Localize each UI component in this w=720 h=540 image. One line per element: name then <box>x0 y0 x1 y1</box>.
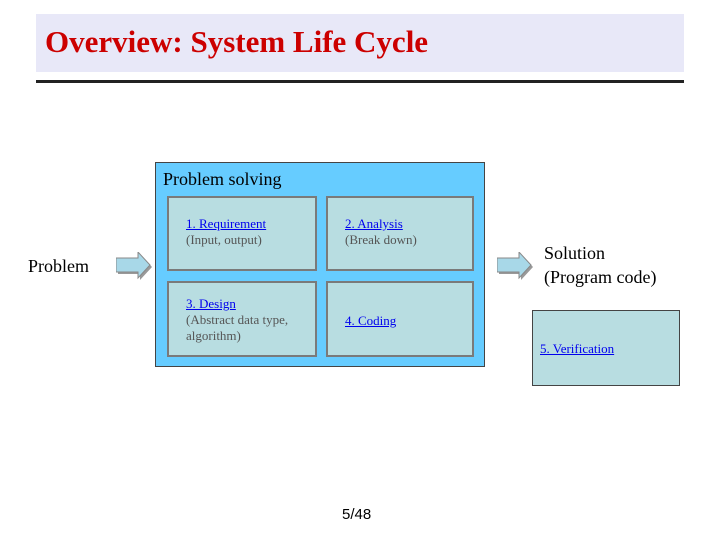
step-design-link[interactable]: 3. Design <box>186 296 236 311</box>
page-number: 5/48 <box>342 506 372 523</box>
step-analysis-link[interactable]: 2. Analysis <box>345 216 403 231</box>
input-arrow-icon <box>116 252 152 280</box>
step-requirement: 1. Requirement (Input, output) <box>167 196 317 271</box>
solution-label-line2: (Program code) <box>544 267 657 287</box>
solution-label-line1: Solution <box>544 243 606 263</box>
solution-label: Solution (Program code) <box>544 241 656 289</box>
output-arrow-icon <box>497 252 533 280</box>
step-design: 3. Design (Abstract data type, algorithm… <box>167 281 317 357</box>
problem-solving-label: Problem solving <box>163 169 282 189</box>
step-requirement-detail: (Input, output) <box>186 232 262 247</box>
step-coding: 4. Coding <box>326 281 474 357</box>
step-design-detail: (Abstract data type, algorithm) <box>186 312 289 343</box>
problem-solving-container: Problem solving 1. Requirement (Input, o… <box>155 162 485 367</box>
step-analysis: 2. Analysis (Break down) <box>326 196 474 271</box>
title-band: Overview: System Life Cycle <box>36 14 684 72</box>
step-analysis-detail: (Break down) <box>345 232 417 247</box>
step-requirement-link[interactable]: 1. Requirement <box>186 216 267 231</box>
step-coding-link[interactable]: 4. Coding <box>345 313 397 328</box>
slide-title: Overview: System Life Cycle <box>45 24 429 59</box>
verification-link[interactable]: 5. Verification <box>540 341 615 356</box>
verification-box: 5. Verification <box>532 310 680 386</box>
problem-label: Problem <box>28 256 89 276</box>
title-divider <box>36 80 684 83</box>
